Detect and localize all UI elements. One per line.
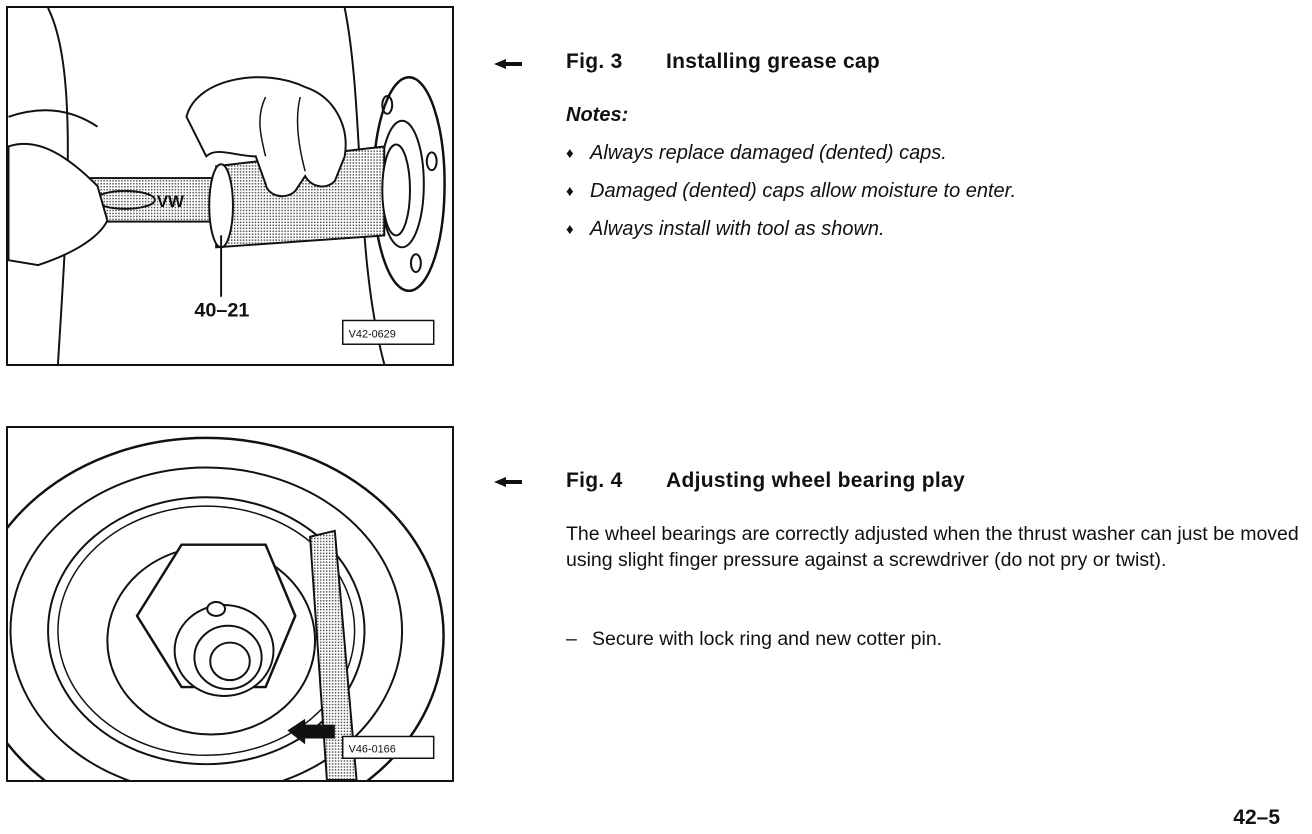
page-number: 42–5 [1233, 806, 1280, 829]
bullet-diamond-icon: ♦ [566, 145, 574, 162]
notes-list: ♦Always replace damaged (dented) caps. ♦… [566, 140, 1016, 254]
wheel-bearing-drawing: V46-0166 [8, 436, 445, 780]
list-item: ♦Always install with tool as shown. [566, 216, 1016, 254]
figure-4-illustration: V46-0166 [6, 426, 454, 782]
pointer-left-icon [494, 59, 522, 69]
figure-4-caption: Fig. 4 Adjusting wheel bearing play [566, 469, 965, 493]
figure-title: Adjusting wheel bearing play [666, 469, 965, 492]
grease-cap-tool-drawing: VW 40–21 V42-0629 [8, 8, 446, 364]
figure-ref-code: V42-0629 [349, 328, 396, 340]
bullet-diamond-icon: ♦ [566, 221, 574, 238]
adjustment-paragraph: The wheel bearings are correctly adjuste… [566, 523, 1299, 571]
tool-marking: VW [157, 192, 184, 211]
figure-title: Installing grease cap [666, 50, 881, 73]
tool-number-label: 40–21 [194, 300, 249, 322]
dash-marker: – [566, 628, 577, 650]
figure-number: Fig. 4 [566, 469, 623, 492]
figure-3-illustration: VW 40–21 V42-0629 [6, 6, 454, 366]
notes-heading: Notes: [566, 104, 629, 126]
figure-number: Fig. 3 [566, 50, 623, 73]
list-item: ♦Damaged (dented) caps allow moisture to… [566, 178, 1016, 216]
procedure-step: –Secure with lock ring and new cotter pi… [566, 628, 943, 650]
pointer-left-icon [494, 477, 522, 487]
figure-ref-code: V46-0166 [349, 743, 396, 755]
bullet-diamond-icon: ♦ [566, 183, 574, 200]
list-item: ♦Always replace damaged (dented) caps. [566, 140, 1016, 178]
figure-3-caption: Fig. 3 Installing grease cap [566, 50, 880, 74]
